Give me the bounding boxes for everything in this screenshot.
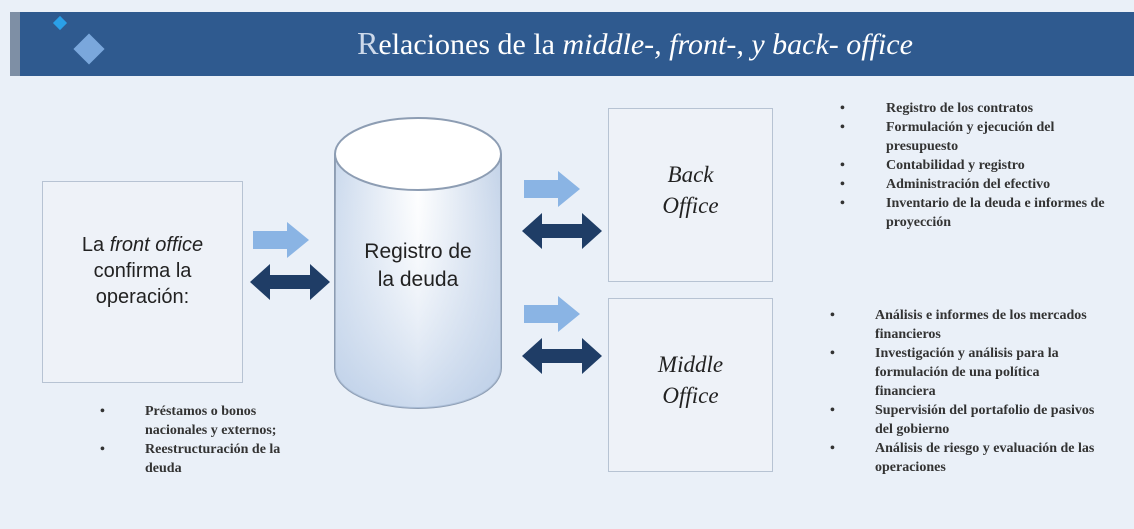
middle-office-box: Middle Office xyxy=(608,298,773,472)
bullet-icon: • xyxy=(840,120,845,135)
light-arrow-back xyxy=(524,171,580,207)
middle-office-line2: Office xyxy=(662,383,719,408)
double-arrow-front xyxy=(250,264,330,300)
front-office-italic: front office xyxy=(109,234,204,256)
list-item: •Registro de los contratos xyxy=(840,101,1034,116)
slide-title: Relaciones de la middle-, front-, y back… xyxy=(160,18,1110,68)
back-office-line2: Office xyxy=(662,193,719,218)
bullet-icon: • xyxy=(830,346,835,361)
registry-line2: la deuda xyxy=(377,268,459,291)
front-office-line3: operación: xyxy=(95,286,190,308)
header-shade xyxy=(10,12,20,76)
list-item: •Préstamos o bonos nacionales y externos… xyxy=(100,404,277,438)
front-office-box: La front office confirma la operación: xyxy=(42,181,243,383)
bullet-icon: • xyxy=(840,158,845,173)
bullet-icon: • xyxy=(840,177,845,192)
list-item: •Análisis e informes de los mercados fin… xyxy=(830,308,1087,342)
list-item: •Supervisión del portafolio de pasivos d… xyxy=(830,403,1095,437)
middle-office-line1: Middle xyxy=(657,352,724,377)
back-office-box: Back Office xyxy=(608,108,773,282)
back-office-bullets: •Registro de los contratos •Formulación … xyxy=(840,99,1120,232)
middle-office-bullets: •Análisis e informes de los mercados fin… xyxy=(830,306,1100,477)
light-arrow-front xyxy=(253,222,309,258)
light-arrow-middle xyxy=(524,296,580,332)
list-item: •Formulación y ejecución del presupuesto xyxy=(840,120,1055,154)
front-office-prefix: La xyxy=(81,234,110,256)
double-arrow-back xyxy=(522,213,602,249)
list-item: •Investigación y análisis para la formul… xyxy=(830,346,1059,399)
list-item: •Administración del efectivo xyxy=(840,177,1051,192)
front-office-bullets: •Préstamos o bonos nacionales y externos… xyxy=(100,402,300,478)
bullet-icon: • xyxy=(100,442,105,457)
middle-office-text: Middle Office xyxy=(609,349,772,411)
front-office-line2: confirma la xyxy=(93,260,192,282)
list-item: •Contabilidad y registro xyxy=(840,158,1025,173)
database-cylinder-icon xyxy=(334,117,502,409)
double-arrow-middle xyxy=(522,338,602,374)
list-item: •Inventario de la deuda e informes de pr… xyxy=(840,196,1105,230)
bullet-icon: • xyxy=(830,308,835,323)
title-italic: middle-, front-, y back- office xyxy=(562,28,913,61)
title-prefix: elaciones de la xyxy=(378,28,563,61)
bullet-icon: • xyxy=(840,196,845,211)
bullet-icon: • xyxy=(100,404,105,419)
header-bar xyxy=(10,12,1134,76)
bullet-icon: • xyxy=(830,441,835,456)
back-office-line1: Back xyxy=(667,162,714,187)
list-item: •Reestructuración de la deuda xyxy=(100,442,281,476)
title-first-letter: R xyxy=(357,25,379,61)
bullet-icon: • xyxy=(840,101,845,116)
back-office-text: Back Office xyxy=(609,159,772,221)
registry-label: Registro de la deuda xyxy=(333,238,503,294)
list-item: •Análisis de riesgo y evaluación de las … xyxy=(830,441,1095,475)
front-office-text: La front office confirma la operación: xyxy=(43,232,242,310)
registry-line1: Registro de xyxy=(364,240,472,263)
bullet-icon: • xyxy=(830,403,835,418)
